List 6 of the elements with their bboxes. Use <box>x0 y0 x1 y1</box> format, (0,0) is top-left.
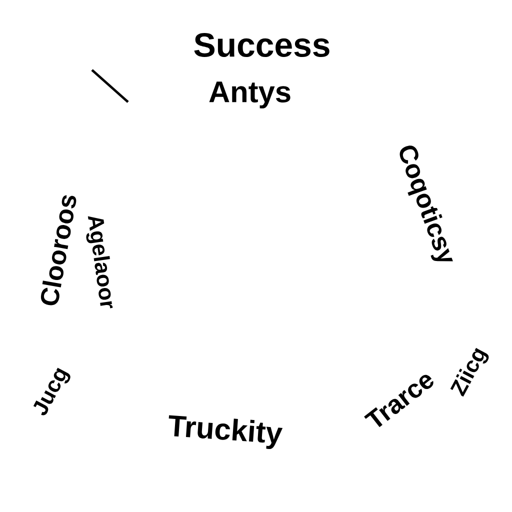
curved-label: Agelaoor <box>86 216 113 308</box>
curved-label: Clooroos <box>40 195 76 306</box>
curved-label: Truckity <box>168 415 283 450</box>
curved-label: Jucg <box>33 368 70 416</box>
curved-label: Antys <box>209 82 290 108</box>
curved-label: Success <box>194 33 330 57</box>
